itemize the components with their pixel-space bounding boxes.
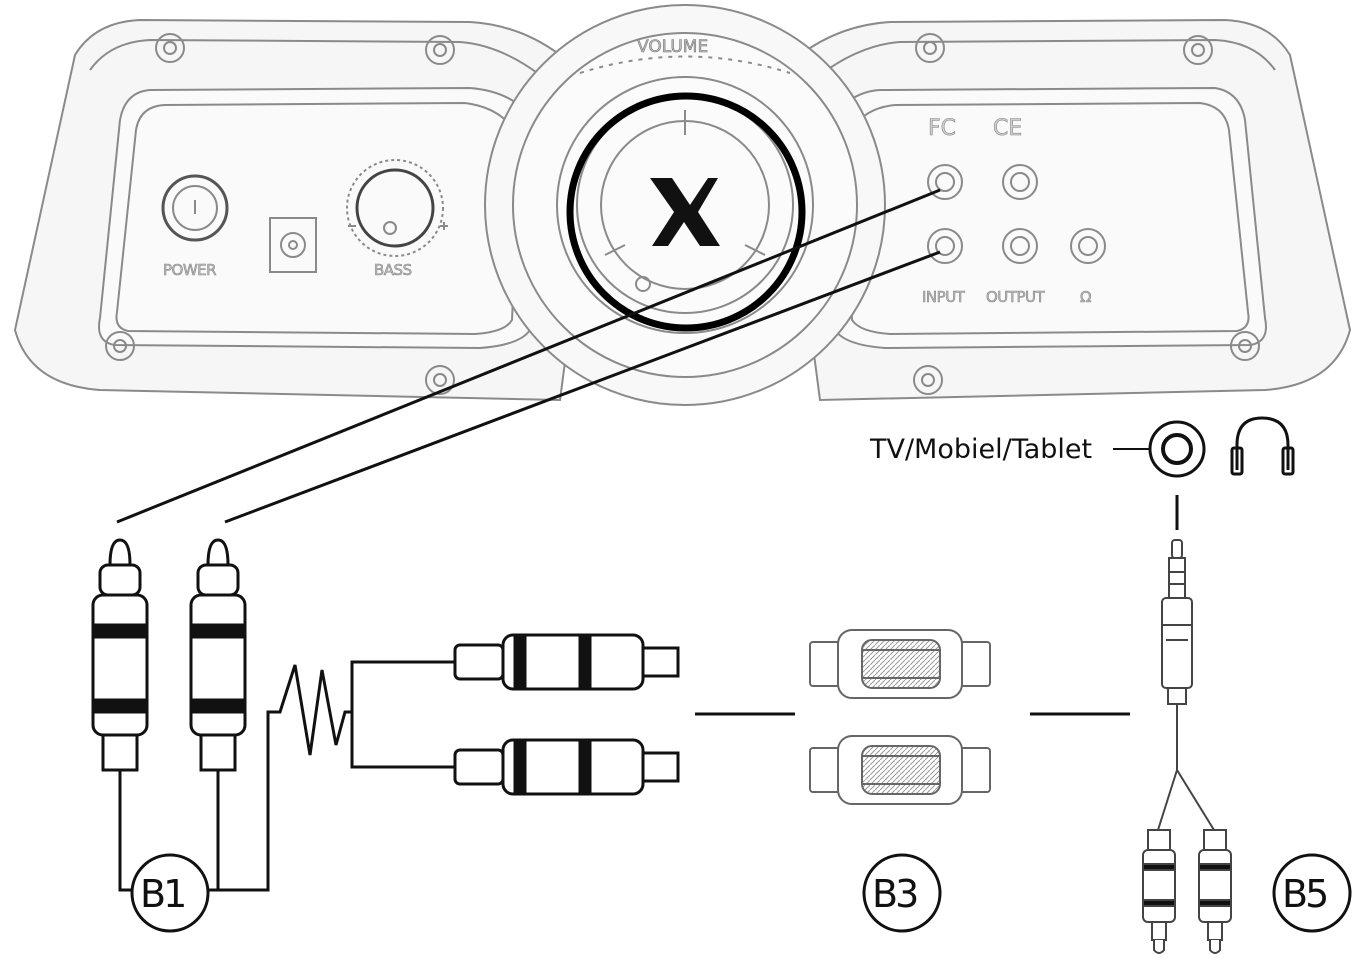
y-split-cable <box>1157 704 1215 831</box>
input-cable-lines <box>116 188 941 524</box>
power-label: POWER <box>163 261 216 279</box>
screw-icon <box>913 33 1260 395</box>
rca-plug-icon <box>91 538 149 772</box>
screw-icon <box>105 33 455 395</box>
source-device-label: TV/Mobiel/Tablet <box>869 434 1092 465</box>
rca-cable-b1 <box>91 538 680 892</box>
rca-plug-icon <box>1198 829 1232 954</box>
bass-knob-icon <box>346 159 448 257</box>
callout-b5-label: B5 <box>1282 872 1326 916</box>
bass-label: BASS <box>374 261 412 279</box>
callout-b1: B1 <box>130 853 210 933</box>
rca-coupler-b3 <box>809 629 991 805</box>
power-button-icon <box>161 174 229 242</box>
headphones-icon <box>1230 416 1295 476</box>
speaker-rear-panel <box>13 4 1352 406</box>
aux-jack-icon <box>1148 420 1206 478</box>
fcc-mark: FC <box>928 116 956 141</box>
callout-b5: B5 <box>1272 853 1352 933</box>
headphone-jack-icon <box>1070 228 1106 264</box>
coupler-icon <box>809 629 991 699</box>
output-label: OUTPUT <box>986 288 1045 306</box>
rca-plug-icon <box>189 538 247 772</box>
headphone-symbol: Ω <box>1080 288 1091 306</box>
ce-mark: CE <box>993 116 1022 141</box>
coupler-icon <box>809 735 991 805</box>
dc-jack-icon <box>269 217 317 273</box>
right-inner-panel <box>823 86 1267 350</box>
brand-logo-icon <box>650 178 720 246</box>
input-jack-icon <box>927 164 963 264</box>
callout-b1-label: B1 <box>140 872 184 916</box>
output-jack-icon <box>1002 164 1038 264</box>
aux-plug-icon <box>1161 539 1193 705</box>
callout-b3-label: B3 <box>872 872 917 916</box>
volume-label: VOLUME <box>637 37 708 57</box>
callout-b3: B3 <box>862 853 942 933</box>
rca-plug-icon <box>453 633 680 691</box>
rca-plug-icon <box>1142 829 1176 954</box>
input-label: INPUT <box>922 288 966 306</box>
rca-plug-icon <box>453 738 680 796</box>
volume-ring-highlight <box>566 92 806 332</box>
